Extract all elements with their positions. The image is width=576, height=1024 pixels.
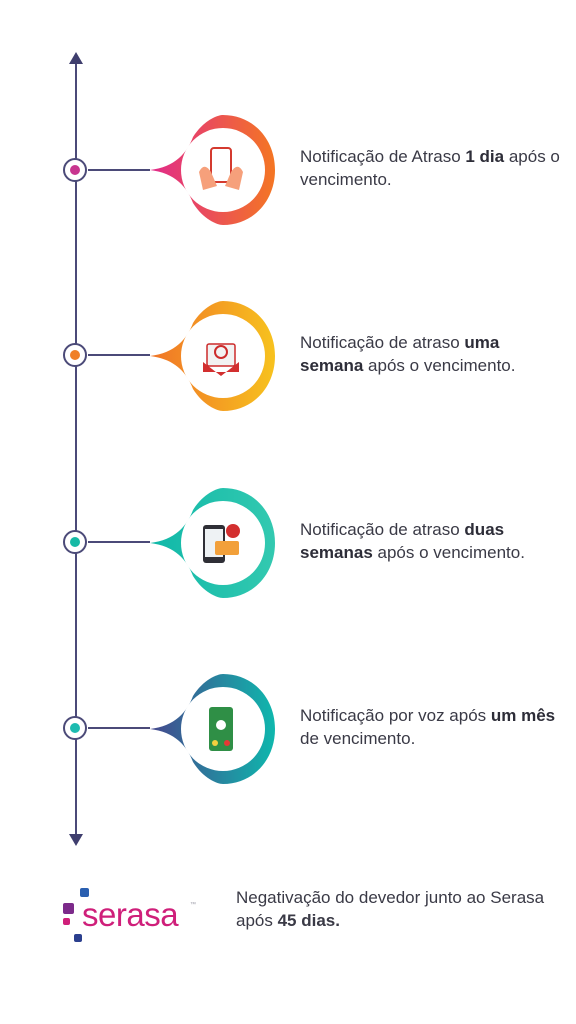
connector-line [88, 541, 150, 543]
connector-line [88, 169, 150, 171]
connector-line [88, 354, 150, 356]
final-description: Negativação do devedor junto ao Serasa a… [236, 888, 545, 930]
timeline-node [63, 158, 87, 182]
step-description: Notificação por voz após um mês de venci… [300, 706, 556, 748]
phone-message-notification-icon [181, 503, 261, 583]
arrow-down-icon [69, 834, 83, 846]
timeline-node [63, 716, 87, 740]
arrow-up-icon [69, 52, 83, 64]
step-description: Notificação de Atraso 1 dia após o venci… [300, 147, 560, 189]
step-description: Notificação de atraso duas semanas após … [300, 520, 525, 562]
phone-voice-call-icon [181, 689, 261, 769]
serasa-logo-wordmark: serasa [82, 896, 179, 933]
hand-holding-phone-icon [181, 130, 261, 210]
serasa-logo: serasa ™ [60, 888, 200, 948]
step-description: Notificação de atraso uma semana após o … [300, 333, 516, 375]
trademark-symbol: ™ [190, 902, 196, 908]
connector-line [88, 727, 150, 729]
timeline-line [75, 60, 77, 840]
timeline-node [63, 343, 87, 367]
timeline-step: Notificação de atraso uma semana após o … [0, 301, 576, 411]
timeline-step: Notificação de atraso duas semanas após … [0, 488, 576, 598]
timeline-step: Notificação por voz após um mês de venci… [0, 674, 576, 784]
email-at-icon [181, 316, 261, 396]
timeline-step: Notificação de Atraso 1 dia após o venci… [0, 115, 576, 225]
timeline-node [63, 530, 87, 554]
